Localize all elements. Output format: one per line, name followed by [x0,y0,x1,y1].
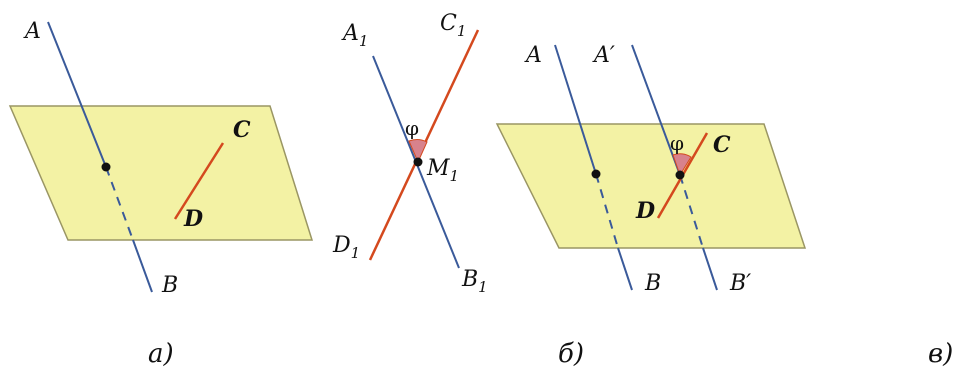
plane-c [495,123,807,249]
caption-a: а) [148,339,174,367]
label-b-D1-sub: 1 [351,244,361,262]
label-c-A-prime: A′ [592,43,615,68]
line-apbp-hidden [679,174,704,249]
label-c-B-prime: B′ [729,271,751,296]
angle-sector-b [408,139,428,164]
line-apbp-upper [631,44,681,176]
label-c-C: C [713,132,731,158]
label-b-C1-sub: 1 [457,22,467,40]
label-b-A1-main: A [341,21,359,46]
label-b-B1: B1 [461,267,488,296]
label-c-D: D [635,198,655,224]
figure-a: A B C D а) [8,19,314,367]
intersection-point-c2 [675,170,685,180]
line-cd [173,142,225,220]
label-a-A: A [23,19,41,44]
label-a-D: D [183,206,203,232]
line-ab-upper-c [554,44,597,175]
line-ab-hidden [105,166,134,241]
label-b-D1-main: D [332,233,351,258]
label-b-B1-main: B [461,267,478,292]
label-b-C1: C1 [440,11,466,40]
label-b-A1-sub: 1 [359,32,369,50]
line-apbp-lower [702,247,718,291]
caption-b: б) [558,339,584,367]
label-b-M1-main: M [426,156,450,181]
label-b-D1: D1 [332,233,360,262]
caption-c: в) [928,339,953,367]
line-ab-upper [47,21,107,168]
label-b-M1: M1 [426,156,459,185]
line-ab-hidden-c [595,173,619,249]
label-a-B: B [161,273,178,298]
figure-c: A A′ B B′ C D φ в) [495,43,953,367]
label-b-C1-main: C [440,11,457,36]
intersection-point-a [101,162,111,172]
intersection-point-c1 [591,169,601,179]
label-c-phi: φ [670,131,684,155]
label-b-A1: A1 [341,21,368,50]
label-c-B: B [644,271,661,296]
label-b-B1-sub: 1 [478,278,488,296]
point-m1 [413,157,423,167]
label-c-A: A [524,43,542,68]
label-a-C: C [233,117,251,143]
plane-a [8,105,314,241]
line-ab-lower [132,239,153,293]
line-ab-lower-c [617,247,633,291]
label-b-M1-sub: 1 [450,167,460,185]
label-b-phi: φ [405,116,419,140]
figure-b: A1 C1 D1 B1 M1 φ б) [332,11,584,367]
angle-sector-c [672,153,692,177]
